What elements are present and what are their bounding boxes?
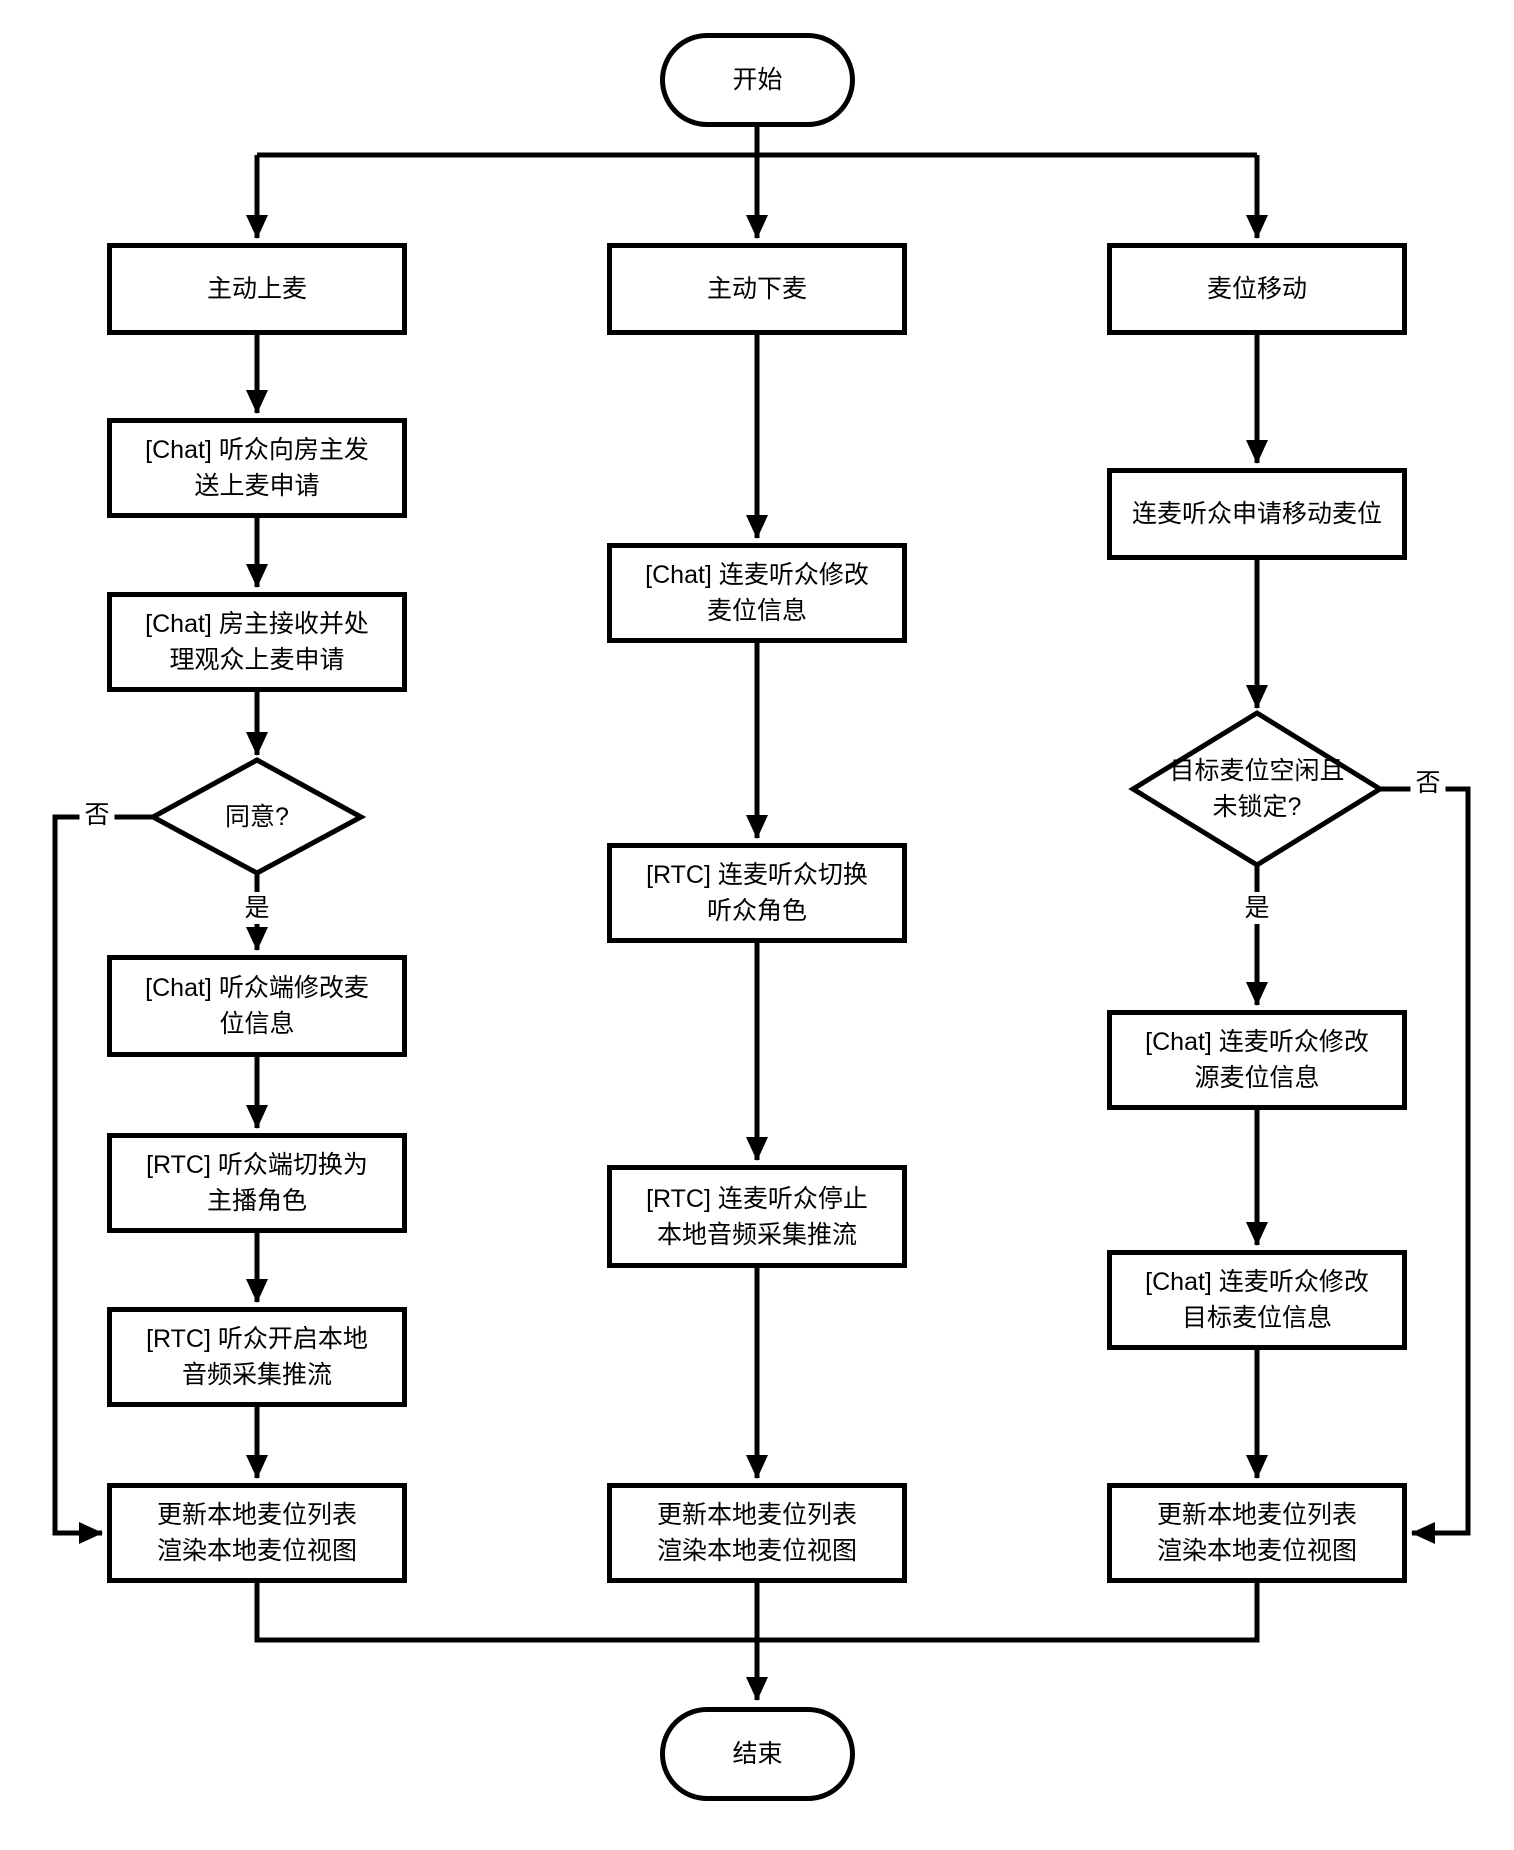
step-update-source-seat-info: [Chat] 连麦听众修改 源麦位信息 bbox=[1107, 1010, 1407, 1110]
decision-agree-label: 同意? bbox=[225, 803, 289, 831]
branch-header-take-mic: 主动上麦 bbox=[107, 243, 407, 335]
step-audience-send-mic-request: [Chat] 听众向房主发 送上麦申请 bbox=[107, 418, 407, 518]
step-update-seat-list-middle: 更新本地麦位列表 渲染本地麦位视图 bbox=[607, 1483, 907, 1583]
label-left-no: 否 bbox=[79, 799, 115, 831]
decision-seat-free-label: 目标麦位空闲且 未锁定? bbox=[1169, 757, 1345, 821]
step-audience-start-audio-push: [RTC] 听众开启本地 音频采集推流 bbox=[107, 1307, 407, 1407]
label-left-yes: 是 bbox=[239, 892, 275, 924]
edge-converge-right bbox=[757, 1583, 1260, 1643]
edge-converge-left bbox=[254, 1583, 757, 1643]
step-update-target-seat-info: [Chat] 连麦听众修改 目标麦位信息 bbox=[1107, 1250, 1407, 1350]
step-update-seat-list-left: 更新本地麦位列表 渲染本地麦位视图 bbox=[107, 1483, 407, 1583]
label-right-no: 否 bbox=[1410, 767, 1446, 799]
node-end: 结束 bbox=[660, 1707, 855, 1801]
label-right-yes: 是 bbox=[1239, 892, 1275, 924]
step-owner-handle-mic-request: [Chat] 房主接收并处 理观众上麦申请 bbox=[107, 592, 407, 692]
decision-seat-free-shape bbox=[1128, 710, 1385, 868]
step-update-seat-list-right: 更新本地麦位列表 渲染本地麦位视图 bbox=[1107, 1483, 1407, 1583]
branch-header-move-seat: 麦位移动 bbox=[1107, 243, 1407, 335]
step-comic-update-seat-info: [Chat] 连麦听众修改 麦位信息 bbox=[607, 543, 907, 643]
branch-header-leave-mic: 主动下麦 bbox=[607, 243, 907, 335]
step-audience-switch-broadcaster: [RTC] 听众端切换为 主播角色 bbox=[107, 1133, 407, 1233]
step-audience-update-seat-info: [Chat] 听众端修改麦 位信息 bbox=[107, 955, 407, 1057]
step-comic-switch-audience: [RTC] 连麦听众切换 听众角色 bbox=[607, 843, 907, 943]
step-request-move-seat: 连麦听众申请移动麦位 bbox=[1107, 468, 1407, 560]
node-start: 开始 bbox=[660, 33, 855, 127]
step-comic-stop-audio-push: [RTC] 连麦听众停止 本地音频采集推流 bbox=[607, 1165, 907, 1268]
edge-start-to-split bbox=[257, 127, 1257, 158]
edge-right-no-bypass bbox=[1380, 786, 1471, 1544]
decision-agree-shape bbox=[147, 757, 367, 876]
